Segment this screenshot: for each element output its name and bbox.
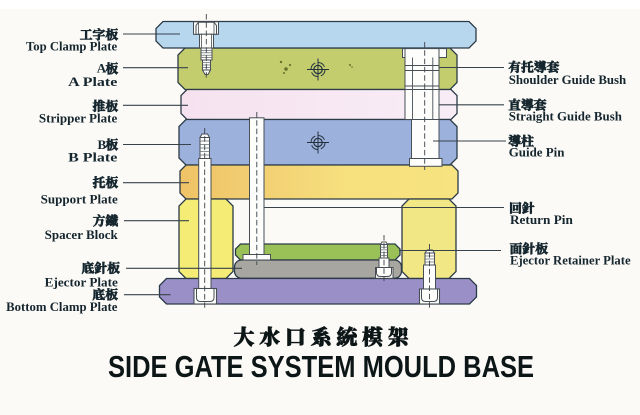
svg-text:Spacer Block: Spacer Block — [45, 227, 119, 242]
svg-text:Top Clamp Plate: Top Clamp Plate — [26, 39, 117, 54]
svg-text:Stripper Plate: Stripper Plate — [39, 111, 118, 126]
svg-text:Support Plate: Support Plate — [41, 191, 118, 206]
svg-text:Shoulder Guide Bush: Shoulder Guide Bush — [509, 72, 627, 87]
svg-text:Bottom Clamp Plate: Bottom Clamp Plate — [6, 299, 118, 314]
svg-text:B Plate: B Plate — [68, 150, 117, 165]
svg-text:SIDE GATE SYSTEM MOULD BASE: SIDE GATE SYSTEM MOULD BASE — [108, 349, 534, 384]
svg-text:Ejector Retainer Plate: Ejector Retainer Plate — [510, 252, 631, 267]
svg-text:A: A — [97, 61, 107, 76]
svg-text:Straight Guide Bush: Straight Guide Bush — [509, 109, 623, 124]
svg-text:B: B — [98, 137, 107, 152]
svg-text:Return Pin: Return Pin — [510, 212, 574, 227]
svg-text:A Plate: A Plate — [68, 74, 117, 89]
svg-text:Guide Pin: Guide Pin — [509, 145, 566, 160]
svg-text:Ejector Plate: Ejector Plate — [45, 275, 118, 290]
